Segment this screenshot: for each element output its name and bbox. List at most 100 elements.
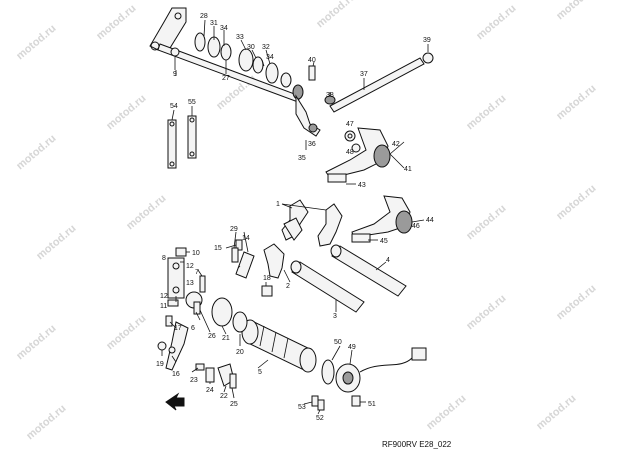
- spring-34b: [265, 62, 279, 84]
- shift-forks: [263, 199, 343, 279]
- callout-1: 1: [276, 201, 280, 208]
- pivot-42: [373, 144, 391, 168]
- gearshift-shaft-assembly: [149, 7, 321, 137]
- footpeg-45: [351, 233, 371, 243]
- callout-21: 21: [222, 335, 230, 342]
- callout-40: 40: [308, 57, 316, 64]
- callout-42: 42: [392, 141, 400, 148]
- callout-24: 24: [206, 387, 214, 394]
- watermark: motod.ru: [534, 392, 578, 432]
- washer-47: [344, 130, 356, 142]
- nut-39: [422, 52, 434, 64]
- callout-16: 16: [172, 371, 180, 378]
- bolt-17: [165, 315, 173, 327]
- washer-23: [195, 363, 205, 371]
- callout-50: 50: [334, 339, 342, 346]
- watermark: motod.ru: [34, 222, 78, 262]
- callout-3: 3: [333, 313, 337, 320]
- bolt-51: [351, 395, 361, 407]
- washer-28: [194, 32, 206, 52]
- callout-48: 48: [346, 149, 354, 156]
- callout-4: 4: [386, 257, 390, 264]
- callout-34: 34: [220, 25, 228, 32]
- callout-25: 25: [230, 401, 238, 408]
- bolt-10: [175, 247, 187, 257]
- callout-17: 17: [174, 325, 182, 332]
- washer-48: [351, 143, 361, 153]
- leader-lines: [161, 19, 429, 415]
- watermark: motod.ru: [14, 322, 58, 362]
- callout-labels: 28 31 34 33 30 32 34 27 9 40 39 37 38 36…: [156, 13, 434, 422]
- callout-30: 30: [247, 44, 255, 51]
- watermark: motod.ru: [104, 92, 148, 132]
- switch-lead-wire: [359, 357, 413, 373]
- watermark: motod.ru: [554, 0, 598, 22]
- bushing-18: [261, 285, 273, 297]
- callout-39: 39: [423, 37, 431, 44]
- callout-12: 12: [186, 263, 194, 270]
- fork-shafts: [290, 244, 407, 313]
- washer-32: [280, 72, 292, 88]
- callout-26: 26: [208, 333, 216, 340]
- pin-7: [199, 275, 206, 293]
- callout-52: 52: [316, 415, 324, 422]
- watermark: motod.ru: [464, 292, 508, 332]
- callout-51: 51: [368, 401, 376, 408]
- washer-30: [252, 56, 264, 74]
- shift-fork-2: [263, 243, 285, 279]
- watermark: motod.ru: [474, 2, 518, 42]
- callout-12: 12: [160, 293, 168, 300]
- watermark: motod.ru: [14, 132, 58, 172]
- callout-49: 49: [348, 344, 356, 351]
- switch-connector: [411, 347, 427, 361]
- watermark: motod.ru: [554, 282, 598, 322]
- watermark: motod.ru: [554, 182, 598, 222]
- watermark: motod.ru: [314, 0, 358, 30]
- pin-25: [229, 373, 237, 389]
- stopper-plate-8: [167, 257, 185, 299]
- pin-52: [317, 399, 325, 411]
- callout-27: 27: [222, 75, 230, 82]
- callout-13: 13: [186, 280, 194, 287]
- link-54: [167, 119, 177, 169]
- callout-14: 14: [242, 235, 250, 242]
- watermark: motod.ru: [424, 392, 468, 432]
- link-55: [187, 115, 197, 159]
- pin-53: [311, 395, 319, 407]
- watermark: motod.ru: [104, 312, 148, 352]
- front-direction-arrow: [165, 392, 185, 411]
- callout-35: 35: [298, 155, 306, 162]
- callout-10: 10: [192, 250, 200, 257]
- cam-stopper-16: [165, 321, 189, 371]
- shift-lever-assembly: [325, 127, 413, 243]
- callout-41: 41: [404, 166, 412, 173]
- circlip-34a: [220, 43, 232, 61]
- bolt-40: [308, 65, 316, 81]
- pin-6: [193, 301, 201, 315]
- callout-23: 23: [190, 377, 198, 384]
- shift-fork-2b: [283, 217, 303, 241]
- rod-assembly: [324, 52, 434, 113]
- gearshift-lever-35: [295, 94, 321, 137]
- cam-stopper-plate-21: [211, 297, 233, 327]
- gearshift-links: [167, 115, 197, 169]
- callout-53: 53: [298, 404, 306, 411]
- footpeg-43: [327, 173, 347, 183]
- watermark: motod.ru: [94, 2, 138, 42]
- gearshift-rod-37: [329, 57, 425, 113]
- callout-6: 6: [191, 325, 195, 332]
- callout-38: 38: [326, 92, 334, 99]
- pivot-46: [395, 210, 413, 234]
- callout-47: 47: [346, 121, 354, 128]
- callout-37: 37: [360, 71, 368, 78]
- bolt-9: [170, 47, 180, 57]
- diagram-reference-code: RF900RV E28_022: [382, 440, 452, 449]
- callout-33: 33: [236, 34, 244, 41]
- callout-8: 8: [162, 255, 166, 262]
- callout-29: 29: [230, 226, 238, 233]
- o-ring-50: [321, 359, 335, 385]
- callout-32: 32: [262, 44, 270, 51]
- watermark: motod.ru: [124, 192, 168, 232]
- watermark: motod.ru: [14, 22, 58, 62]
